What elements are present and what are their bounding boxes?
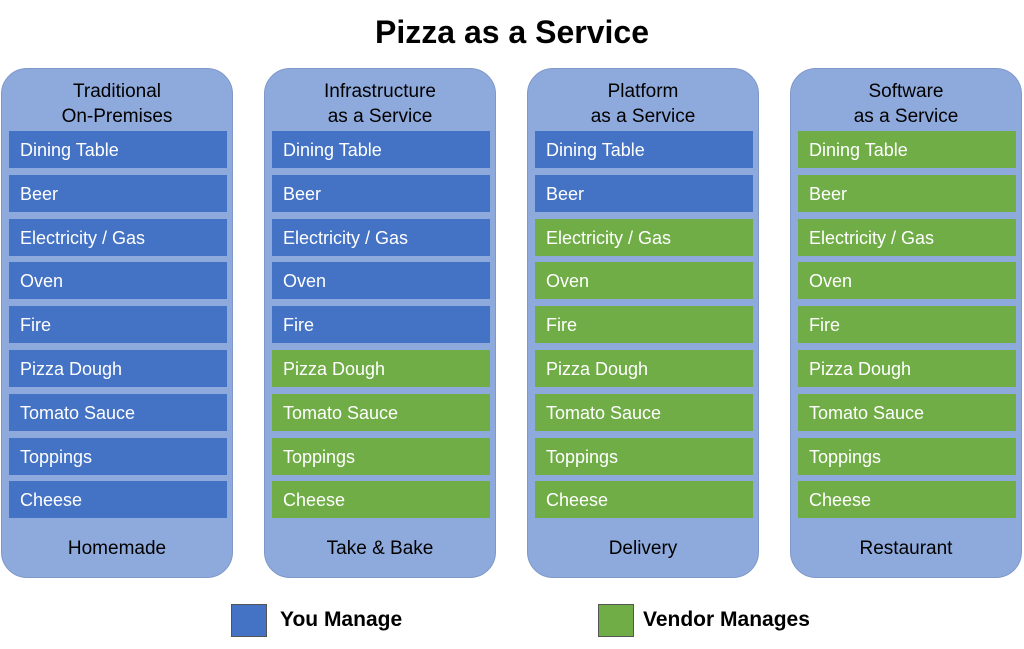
column-header: Infrastructure as a Service xyxy=(265,79,495,129)
column-header-line: Software xyxy=(868,81,944,102)
layer-item: Electricity / Gas xyxy=(798,219,1016,256)
layer-item: Dining Table xyxy=(9,131,227,168)
layer-item: Oven xyxy=(798,262,1016,299)
layer-item: Cheese xyxy=(9,481,227,518)
legend-vendor-label: Vendor Manages xyxy=(643,608,810,631)
layer-item: Oven xyxy=(9,262,227,299)
layer-item: Oven xyxy=(535,262,753,299)
layer-item: Pizza Dough xyxy=(9,350,227,387)
layer-item: Toppings xyxy=(535,438,753,475)
layer-item: Toppings xyxy=(9,438,227,475)
column-header: Platform as a Service xyxy=(528,79,758,129)
layer-item: Pizza Dough xyxy=(798,350,1016,387)
column-footer: Delivery xyxy=(608,538,678,559)
column-header-line: as a Service xyxy=(853,106,959,127)
layer-item: Toppings xyxy=(272,438,490,475)
layer-item: Cheese xyxy=(798,481,1016,518)
legend-vendor-swatch xyxy=(598,604,634,637)
layer-item: Cheese xyxy=(272,481,490,518)
layer-item: Tomato Sauce xyxy=(535,394,753,431)
layer-item: Toppings xyxy=(798,438,1016,475)
column-header-line: as a Service xyxy=(327,106,433,127)
column-header-line: Traditional xyxy=(72,81,161,102)
column-footer: Homemade xyxy=(67,538,167,559)
column-header-line: Infrastructure xyxy=(324,81,436,102)
layer-item: Fire xyxy=(9,306,227,343)
layer-item: Dining Table xyxy=(272,131,490,168)
layer-item: Fire xyxy=(272,306,490,343)
legend-you-swatch xyxy=(231,604,267,637)
layer-item: Electricity / Gas xyxy=(9,219,227,256)
layer-item: Beer xyxy=(798,175,1016,212)
legend-you-label: You Manage xyxy=(280,608,403,631)
page-title: Pizza as a Service xyxy=(375,14,649,50)
layer-item: Dining Table xyxy=(798,131,1016,168)
layer-item: Electricity / Gas xyxy=(535,219,753,256)
column-header-line: as a Service xyxy=(590,106,696,127)
layer-item: Fire xyxy=(535,306,753,343)
layer-item: Tomato Sauce xyxy=(9,394,227,431)
layer-item: Fire xyxy=(798,306,1016,343)
layer-item: Pizza Dough xyxy=(535,350,753,387)
layer-item: Pizza Dough xyxy=(272,350,490,387)
column-footer: Restaurant xyxy=(859,538,953,559)
layer-item: Dining Table xyxy=(535,131,753,168)
layer-item: Oven xyxy=(272,262,490,299)
column-header-line: On-Premises xyxy=(61,106,173,127)
layer-item: Tomato Sauce xyxy=(272,394,490,431)
column-header-line: Platform xyxy=(607,81,679,102)
layer-item: Tomato Sauce xyxy=(798,394,1016,431)
layer-item: Beer xyxy=(272,175,490,212)
layer-item: Cheese xyxy=(535,481,753,518)
column-footer: Take & Bake xyxy=(326,538,434,559)
layer-item: Beer xyxy=(9,175,227,212)
layer-item: Electricity / Gas xyxy=(272,219,490,256)
layer-item: Beer xyxy=(535,175,753,212)
column-header: Software as a Service xyxy=(791,79,1021,129)
